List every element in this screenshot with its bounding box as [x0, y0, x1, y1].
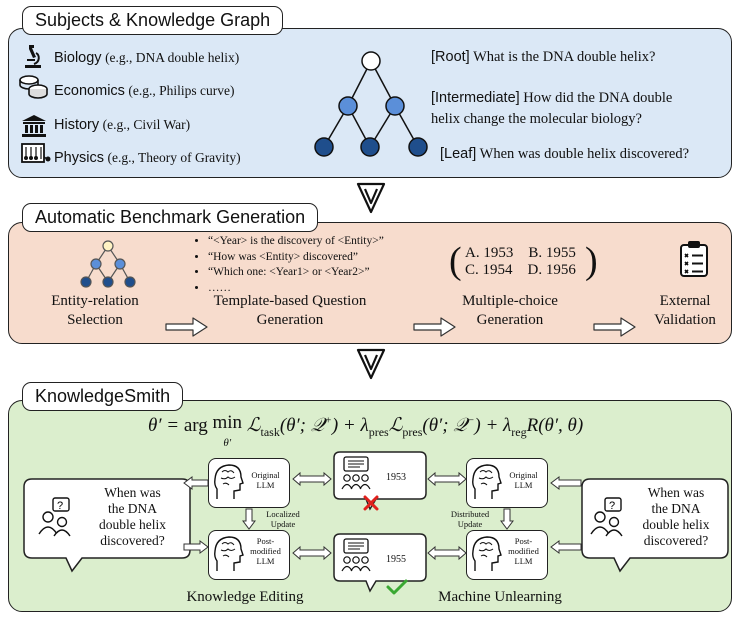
- template-list: “<Year> is the discovery of <Entity>” “H…: [192, 234, 384, 296]
- svg-text:?: ?: [609, 500, 615, 512]
- brain-head-icon: [214, 464, 244, 499]
- subject-physics: Physics (e.g., Theory of Gravity): [54, 150, 241, 166]
- double-hollow-arrow-icon: [427, 545, 467, 561]
- cross-icon: [363, 495, 379, 511]
- template-item: “Which one: <Year1> or <Year2>”: [208, 265, 384, 281]
- subject-economics: Economics (e.g., Philips curve): [54, 83, 235, 99]
- down-hollow-arrow-icon: [242, 508, 256, 530]
- choice-a: A. 1953: [465, 245, 514, 261]
- clipboard-checklist-icon: [680, 241, 708, 277]
- knowledgesmith-panel-title: KnowledgeSmith: [22, 382, 184, 411]
- subject-history: History (e.g., Civil War): [54, 117, 191, 133]
- leaf-node: [360, 137, 380, 157]
- brain-head-icon: [214, 536, 244, 571]
- template-item: “How was <Entity> discovered”: [208, 250, 384, 266]
- intermediate-node: [338, 96, 358, 116]
- intermediate-node: [385, 96, 405, 116]
- subject-biology: Biology (e.g., DNA double helix): [54, 50, 240, 66]
- knowledge-tree: [314, 51, 428, 157]
- left-hollow-arrow-icon: [183, 476, 209, 490]
- microscope-icon: [25, 45, 41, 68]
- down-arrow-icon: [356, 348, 386, 380]
- double-hollow-arrow-icon: [427, 471, 467, 487]
- physics-board-icon: [21, 143, 51, 163]
- down-hollow-arrow-icon: [500, 508, 514, 530]
- double-hollow-arrow-icon: [292, 471, 332, 487]
- benchmark-panel-title: Automatic Benchmark Generation: [22, 203, 319, 232]
- machine-unlearning-caption: Machine Unlearning: [438, 589, 562, 605]
- template-item: ……: [208, 281, 384, 297]
- answer-wrong-text: 1953: [386, 472, 406, 483]
- leaf-node: [408, 137, 428, 157]
- entity-tree-icon: [80, 240, 136, 288]
- asking-person-icon: ?: [590, 497, 623, 537]
- down-arrow-icon: [356, 182, 386, 214]
- coins-icon: [19, 75, 48, 99]
- choice-c: C. 1954: [465, 262, 513, 278]
- right-arrow-icon: [593, 317, 636, 337]
- knowledge-editing-caption: Knowledge Editing: [186, 589, 304, 605]
- left-hollow-arrow-icon: [183, 540, 209, 554]
- leaf-question: [Leaf] When was double helix discovered?: [440, 146, 690, 162]
- presenter-group-icon: [341, 538, 371, 572]
- leaf-node: [314, 137, 334, 157]
- right-arrow-icon: [413, 317, 456, 337]
- template-item: “<Year> is the discovery of <Entity>”: [208, 234, 384, 250]
- museum-icon: [22, 115, 46, 137]
- right-arrow-icon: [165, 317, 208, 337]
- subjects-panel-title: Subjects & Knowledge Graph: [22, 6, 284, 35]
- root-question: [Root] What is the DNA double helix?: [431, 49, 656, 65]
- right-hollow-arrow-icon: [550, 540, 582, 554]
- brain-head-icon: [472, 464, 502, 499]
- asking-person-icon: ?: [38, 497, 71, 537]
- choice-b: B. 1955: [528, 245, 576, 261]
- root-node: [361, 51, 381, 71]
- choice-d: D. 1956: [527, 262, 576, 278]
- right-hollow-arrow-icon: [550, 476, 582, 490]
- svg-text:?: ?: [57, 500, 63, 512]
- check-icon: [386, 579, 408, 595]
- brain-head-icon: [472, 536, 502, 571]
- presenter-group-icon: [341, 456, 371, 490]
- answer-right-text: 1955: [386, 554, 406, 565]
- double-hollow-arrow-icon: [292, 545, 332, 561]
- choices-block: ( A. 1953 B. 1955 C. 1954 D. 1956 ): [449, 240, 598, 282]
